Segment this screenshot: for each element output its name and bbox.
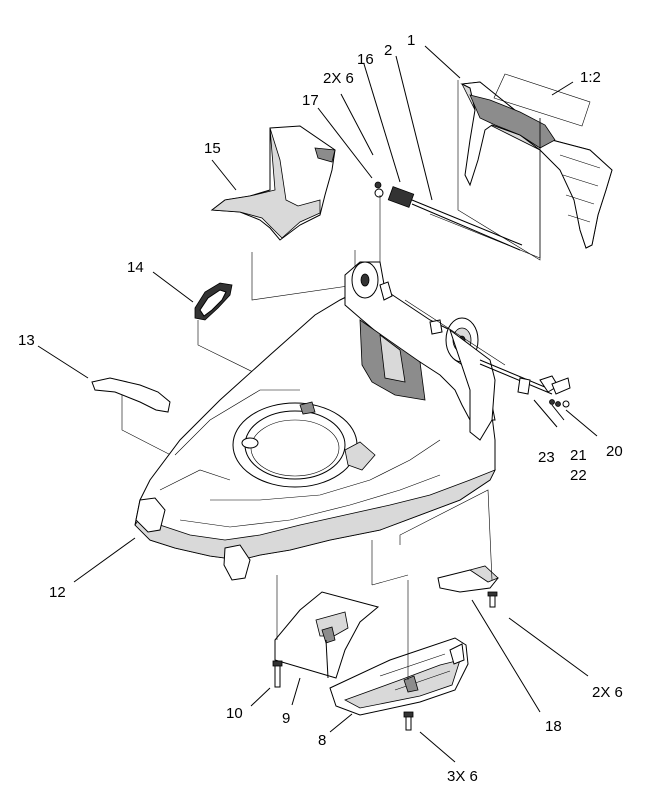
callout-15: 15 [204, 140, 221, 157]
callout-1: 1 [407, 32, 415, 49]
callout-1-2: 1:2 [580, 69, 601, 86]
callout-9: 9 [282, 710, 290, 727]
callout-10: 10 [226, 705, 243, 722]
part-15-rear-shield [210, 125, 356, 301]
part-20-23-axle-assembly [404, 299, 571, 408]
part-17-bolt [374, 181, 384, 270]
callout-12: 12 [49, 584, 66, 601]
callout-16: 16 [357, 51, 374, 68]
leader-lines [37, 45, 598, 763]
part-18-bracket [399, 489, 499, 608]
callout-13: 13 [18, 332, 35, 349]
callout-20: 20 [606, 443, 623, 460]
part-1-rear-cover [457, 73, 613, 261]
callout-22: 22 [570, 467, 587, 484]
callout-2x6-bottom: 2X 6 [592, 684, 623, 701]
part-2-rod [411, 118, 541, 259]
callout-21: 21 [570, 447, 587, 464]
part-12-deck [134, 261, 496, 581]
callout-14: 14 [127, 259, 144, 276]
part-9-side-chute [274, 575, 380, 679]
callout-17: 17 [302, 92, 319, 109]
part-10-bolt [272, 660, 283, 688]
callout-18: 18 [545, 718, 562, 735]
callout-23: 23 [538, 449, 555, 466]
callout-labels: 1 1:2 2 16 2X 6 17 15 14 13 12 23 21 22 … [18, 32, 623, 785]
callout-2x6-top: 2X 6 [323, 70, 354, 87]
callout-8: 8 [318, 732, 326, 749]
callout-3x6: 3X 6 [447, 768, 478, 785]
part-screw-3x6 [403, 711, 414, 731]
part-8-mulch-plate [329, 540, 469, 716]
part-16-spring [387, 186, 415, 208]
callout-2: 2 [384, 42, 392, 59]
